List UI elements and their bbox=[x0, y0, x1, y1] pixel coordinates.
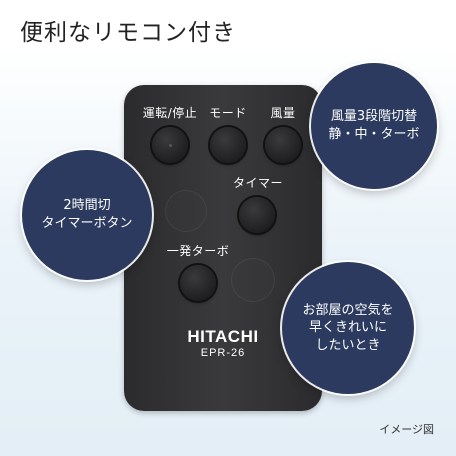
turbo-button-label: 一発ターボ bbox=[166, 244, 230, 258]
wind-callout-line1: 風量3段階切替 bbox=[330, 109, 418, 125]
power-button-label: 運転/停止 bbox=[142, 106, 198, 120]
empty-button-slot-right bbox=[232, 259, 274, 301]
wind-button-label: 風量 bbox=[270, 106, 296, 120]
brand-logo: HITACHI bbox=[187, 327, 259, 346]
clean-callout-line3: したいとき bbox=[315, 337, 381, 353]
mode-button[interactable] bbox=[210, 127, 246, 163]
wind-callout-line2: 静・中・ターボ bbox=[328, 127, 420, 142]
timer-callout-line1: 2時間切 bbox=[63, 198, 111, 214]
timer-callout-line2: タイマーボタン bbox=[41, 216, 133, 231]
mode-button-label: モード bbox=[209, 106, 247, 120]
timer-button-label: タイマー bbox=[232, 176, 284, 190]
empty-button-slot-left bbox=[166, 191, 206, 231]
timer-callout: 2時間切 タイマーボタン bbox=[22, 150, 152, 280]
wind-speed-callout: 風量3段階切替 静・中・ターボ bbox=[311, 63, 437, 189]
power-button[interactable] bbox=[152, 127, 188, 163]
clean-callout-line2: 早くきれいに bbox=[308, 320, 387, 336]
page-title: 便利なリモコン付き bbox=[20, 20, 236, 46]
timer-button[interactable] bbox=[239, 197, 275, 233]
model-number: EPR-26 bbox=[200, 347, 246, 359]
power-indicator-icon bbox=[169, 144, 172, 147]
remote-control: 運転/停止 モード 風量 タイマー 一発ターボ HITACHI EPR-26 bbox=[124, 85, 322, 411]
wind-button[interactable] bbox=[265, 127, 301, 163]
turbo-button[interactable] bbox=[180, 265, 216, 301]
image-caption: イメージ図 bbox=[379, 423, 434, 436]
clean-air-callout: お部屋の空気を 早くきれいに したいとき bbox=[282, 262, 414, 394]
clean-callout-line1: お部屋の空気を bbox=[302, 302, 394, 318]
